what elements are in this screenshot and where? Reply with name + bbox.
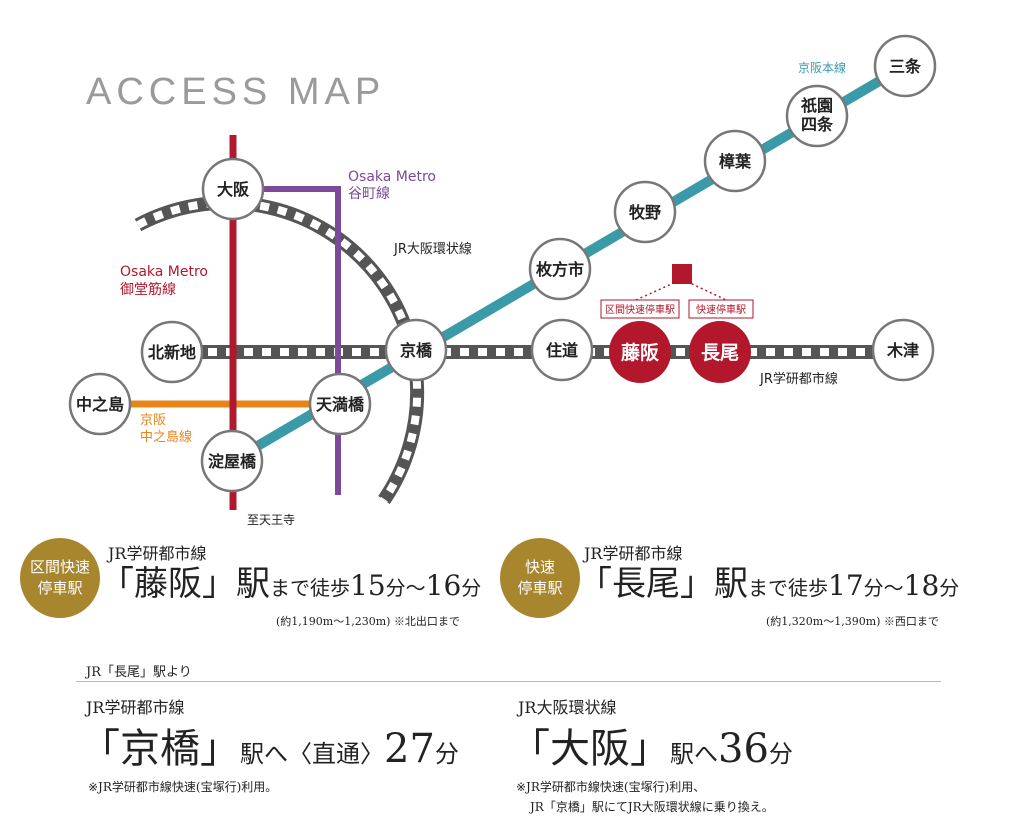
access-1-time-from: 15 [350, 569, 386, 602]
route-2-line: JR大阪環状線 [518, 698, 617, 717]
access-2-min-b: 分 [939, 576, 960, 600]
station-sanjo [873, 34, 937, 98]
divider [76, 681, 941, 682]
property-marker [672, 264, 692, 284]
station-hirakatashi [528, 237, 592, 301]
station-sumimichi [530, 318, 594, 382]
station-temmabashi [308, 372, 372, 436]
access-2-walk-prefix: まで徒歩 [748, 576, 828, 600]
station-nakanoshima-name: 中之島 [76, 395, 124, 414]
access-2-min-a: 分 [863, 576, 884, 600]
gakkentoshi-label: JR学研都市線 [759, 371, 838, 387]
route-1-time: 27 [384, 726, 435, 772]
station-osaka [201, 157, 265, 221]
access-2-time-from: 17 [828, 569, 864, 602]
route-2-main: 「大阪」駅へ36分 [510, 716, 793, 774]
station-gion-shijo [785, 84, 849, 148]
station-temmabashi-name: 天満橋 [316, 395, 365, 414]
access-1-walk: 「藤阪」駅まで徒歩15分〜16分 [100, 564, 481, 604]
midosuji-label-2: 御堂筋線 [120, 281, 176, 298]
fujisaka-tag-box [600, 299, 680, 319]
access-2-walk: 「長尾」駅まで徒歩17分〜18分 [578, 564, 959, 604]
access-2-tilde: 〜 [883, 576, 904, 600]
access-1-min-a: 分 [385, 576, 406, 600]
route-2-note-2: JR「京橋」駅にてJR大阪環状線に乗り換え。 [530, 800, 774, 814]
tanimachi-label-1: Osaka Metro [348, 169, 436, 185]
station-kizu-name: 木津 [886, 341, 919, 360]
badge-2-line2: 停車駅 [517, 579, 563, 597]
route-1-line: JR学研都市線 [86, 698, 185, 717]
station-sanjo-name: 三条 [889, 57, 922, 76]
nagao-tag: 快速停車駅 [696, 303, 746, 316]
route-2-min: 分 [768, 740, 793, 768]
badge-1-line1: 区間快速 [29, 558, 90, 576]
station-nagao [689, 321, 751, 383]
access-1-note: (約1,190m〜1,230m) ※北出口まで [276, 615, 460, 628]
loop-label: JR大阪環状線 [393, 241, 472, 257]
station-gion-name: 祇園 [800, 96, 833, 115]
station-fujisaka [609, 321, 671, 383]
access-map: ACCESS MAP Osaka Metro 谷町線 Osaka Metro 御… [68, 34, 937, 527]
nakanoshima-label-2: 中之島線 [140, 429, 192, 445]
station-yodoyabashi-name: 淀屋橋 [208, 452, 257, 471]
station-kuzuha-name: 樟葉 [719, 152, 752, 171]
route-1-note: ※JR学研都市線快速(宝塚行)利用。 [88, 780, 278, 794]
access-1-time-to: 16 [425, 569, 462, 602]
route-1-main: 「京橋」駅へ〈直通〉27分 [80, 716, 459, 774]
station-type-badge-1: 区間快速 停車駅 [20, 538, 100, 618]
station-makino-name: 牧野 [629, 203, 661, 222]
badge-2-line1: 快速 [524, 558, 555, 576]
station-kyobashi [384, 318, 448, 382]
badge-1-line2: 停車駅 [37, 579, 83, 597]
station-kuzuha [703, 129, 767, 193]
access-1-tilde: 〜 [405, 576, 426, 600]
route-2-dest: 「大阪」 [510, 726, 670, 772]
fujisaka-tag: 区間快速停車駅 [605, 303, 675, 316]
station-sumimichi-name: 住道 [546, 341, 578, 360]
route-1-suffix: 駅へ〈直通〉 [240, 740, 384, 768]
station-osaka-name: 大阪 [217, 180, 250, 199]
station-makino [613, 180, 677, 244]
station-kyobashi-name: 京橋 [400, 341, 433, 360]
access-1-min-b: 分 [461, 576, 482, 600]
access-2-line: JR学研都市線 [584, 544, 683, 563]
midosuji-label-1: Osaka Metro [120, 264, 208, 280]
access-1-walk-prefix: まで徒歩 [270, 576, 350, 600]
access-2-note: (約1,320m〜1,390m) ※西口まで [766, 615, 939, 628]
route-1-min: 分 [434, 740, 459, 768]
tanimachi-label-2: 谷町線 [348, 186, 390, 202]
station-shijo-name: 四条 [801, 115, 834, 134]
station-nagao-name: 長尾 [701, 342, 739, 364]
route-2-suffix: 駅へ [670, 740, 718, 768]
marker-leader [635, 281, 727, 301]
station-type-badge-2: 快速 停車駅 [500, 538, 580, 618]
station-fujisaka-name: 藤阪 [621, 341, 660, 364]
station-hirakatashi-name: 枚方市 [536, 260, 584, 279]
nakanoshima-label-1: 京阪 [140, 413, 166, 428]
from-label: JR「長尾」駅より [86, 665, 192, 680]
route-2-time: 36 [718, 726, 769, 772]
route-1-dest: 「京橋」 [80, 726, 240, 772]
station-kitashinchi [140, 320, 204, 384]
nagao-tag-box [688, 299, 754, 319]
tennoji-label: 至天王寺 [247, 513, 295, 527]
station-nakanoshima [68, 372, 132, 436]
station-kizu [871, 318, 935, 382]
access-2-station: 「長尾」駅 [578, 564, 748, 604]
keihan-main-label: 京阪本線 [798, 60, 846, 75]
access-2-time-to: 18 [903, 569, 940, 602]
access-1-station: 「藤阪」駅 [100, 564, 270, 604]
map-title: ACCESS MAP [86, 71, 385, 113]
station-yodoyabashi [200, 429, 264, 493]
access-1-line: JR学研都市線 [108, 544, 207, 563]
route-2-note-1: ※JR学研都市線快速(宝塚行)利用、 [516, 780, 706, 794]
station-kitashinchi-name: 北新地 [148, 343, 196, 362]
